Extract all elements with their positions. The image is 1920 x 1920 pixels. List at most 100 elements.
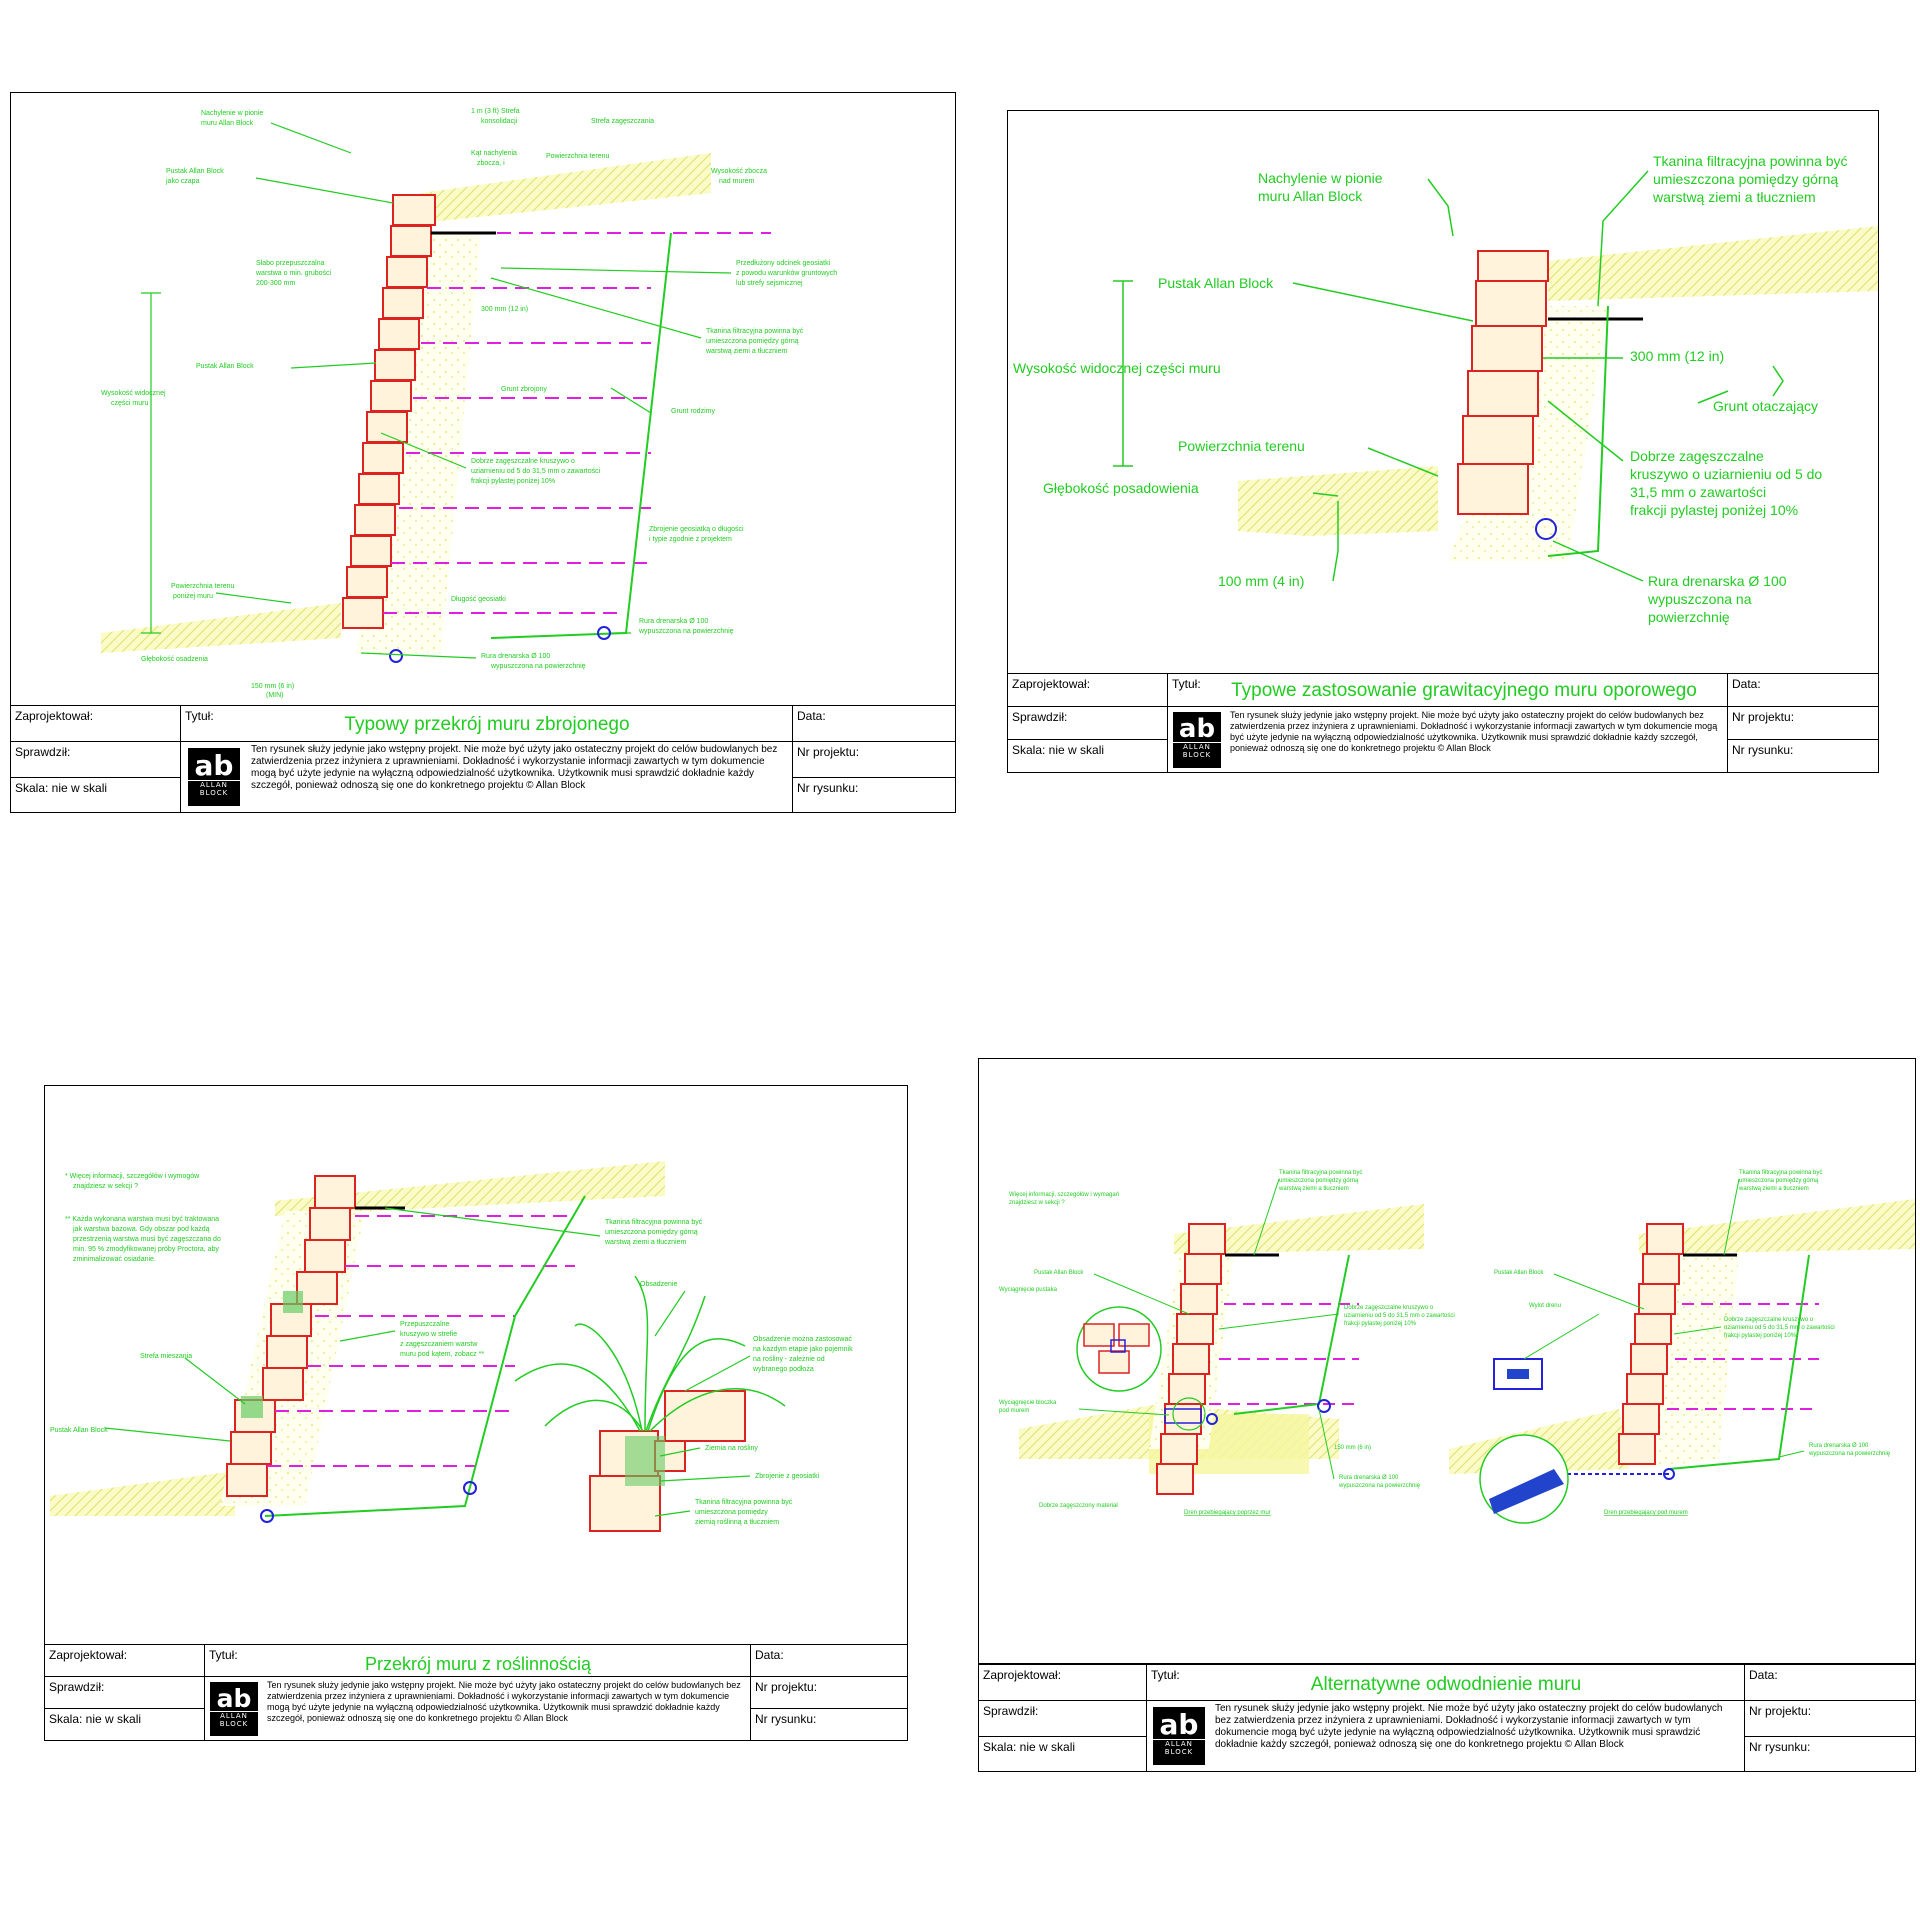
sheet1-one-m: 1 m (3 ft) Strefa	[471, 108, 520, 115]
svg-text:muru Allan Block: muru Allan Block	[201, 120, 254, 127]
sheet3-gravel: Zbrojenie z geosiatki	[755, 1473, 820, 1480]
sheet1-visible-height: Wysokość widocznej	[101, 390, 166, 397]
svg-text:pod murem: pod murem	[999, 1408, 1029, 1414]
sheet2-checked: Sprawdził:	[1008, 707, 1168, 740]
sheet2-slope-2: muru Allan Block	[1258, 188, 1363, 204]
svg-text:muru pod kątem, zobacz **: muru pod kątem, zobacz **	[400, 1351, 484, 1358]
sheet1-drain-layer: Słabo przepuszczalna	[256, 260, 325, 267]
svg-text:zminimalizować osiadanie.: zminimalizować osiadanie.	[73, 1256, 156, 1263]
svg-text:na rośliny - zależnie od: na rośliny - zależnie od	[753, 1356, 825, 1363]
sheet4-title-block: Zaprojektował: Sprawdził: Skala: nie w s…	[978, 1664, 1916, 1772]
svg-text:frakcji pylastej poniżej 10%: frakcji pylastej poniżej 10%	[1344, 1321, 1417, 1327]
svg-text:umieszczona pomiędzy górną: umieszczona pomiędzy górną	[1279, 1178, 1359, 1184]
sheet2-surface: Powierzchnia terenu	[1178, 438, 1305, 454]
sheet1-drain-pipe	[597, 626, 611, 640]
sheet1-retained: Grunt zbrojony	[501, 386, 547, 393]
sheet1-min150: 150 mm (6 in)	[251, 683, 294, 690]
sheet2-pipe-2: wypuszczona na	[1647, 591, 1752, 607]
svg-text:wypuszczona na powierzchnię: wypuszczona na powierzchnię	[1338, 1483, 1421, 1489]
svg-text:poniżej muru: poniżej muru	[173, 593, 213, 600]
sheet1-300mm: 300 mm (12 in)	[481, 306, 528, 313]
sheet1-geogrid: Zbrojenie geosiatką o długości	[649, 526, 744, 533]
sheet3-drain-pipe-bottom	[260, 1509, 274, 1523]
svg-text:umieszczona pomiędzy górną: umieszczona pomiędzy górną	[706, 338, 799, 345]
sheet3-drawing-frame: * Więcej informacji, szczegółów i wymogó…	[44, 1085, 908, 1645]
sheet4-disclaimer: Ten rysunek służy jedynie jako wstępny p…	[1215, 1703, 1723, 1750]
sheet3-logo: ab ALLAN BLOCK	[210, 1682, 258, 1736]
sheet3-drawing: * Więcej informacji, szczegółów i wymogó…	[50, 1161, 853, 1532]
svg-text:warstwą ziemi a tłuczniem: warstwą ziemi a tłuczniem	[705, 348, 787, 355]
sheet1-drawing: Nachylenie w pionie muru Allan Block 1 m…	[101, 108, 837, 699]
sheet4-title-label: Tytuł:	[1147, 1665, 1745, 1701]
sheet3-geogrid-lines	[267, 1215, 575, 1467]
svg-text:wybranego podłoża: wybranego podłoża	[752, 1366, 814, 1373]
svg-text:wypuszczona na powierzchnię: wypuszczona na powierzchnię	[1808, 1451, 1891, 1457]
sheet2-drawing-frame: Nachylenie w pionie muru Allan Block Tka…	[1007, 110, 1879, 674]
svg-text:z powodu warunków gruntowych: z powodu warunków gruntowych	[736, 270, 837, 277]
svg-text:uziarnieniu od 5 do 31,5 mm o: uziarnieniu od 5 do 31,5 mm o zawartości	[1724, 1325, 1835, 1331]
svg-text:znajdziesz w sekcji ?: znajdziesz w sekcji ?	[1009, 1200, 1065, 1206]
sheet4-pipe-r: Rura drenarska Ø 100	[1809, 1443, 1869, 1449]
sheet4-below: Wyciągnięcie bloczka	[999, 1400, 1057, 1406]
sheet1-angle: Kąt nachylenia	[471, 150, 517, 157]
sheet2-slope-1: Nachylenie w pionie	[1258, 170, 1383, 186]
sheet1-scale: Skala: nie w skali	[11, 778, 181, 812]
sheet2-pipe-1: Rura drenarska Ø 100	[1648, 573, 1787, 589]
svg-text:(MIN): (MIN)	[266, 692, 284, 699]
sheet3-date: Data:	[751, 1645, 907, 1677]
svg-text:z zagęszczaniem warstw: z zagęszczaniem warstw	[400, 1341, 478, 1348]
sheet1-reinf-zone: Strefa zagęszczania	[591, 118, 654, 125]
sheet4-fabric-r: Tkanina filtracyjna powinna być	[1739, 1170, 1822, 1176]
sheet2-gravel-3: 31,5 mm o zawartości	[1630, 484, 1766, 500]
svg-text:konsolidacji: konsolidacji	[481, 118, 518, 125]
sheet1-surrounding: Grunt rodzimy	[671, 408, 715, 415]
sheet2-fabric-3: warstwą ziemi a tłuczniem	[1652, 189, 1816, 205]
sheet3-title: Przekrój muru z roślinnością	[364, 1654, 592, 1674]
sheet4-dim: 150 mm (6 in)	[1334, 1445, 1371, 1451]
sheet4-left-pipe	[1317, 1399, 1331, 1413]
sheet1-drawing-no: Nr rysunku:	[797, 781, 859, 795]
sheet2-fabric-2: umieszczona pomiędzy górną	[1653, 171, 1838, 187]
sheet2-100mm: 100 mm (4 in)	[1218, 573, 1304, 589]
sheet2-disclaimer: Ten rysunek służy jedynie jako wstępny p…	[1230, 710, 1718, 753]
sheet4-drawing-no: Nr rysunku:	[1749, 1740, 1811, 1754]
sheet3-plant-label: Obsadzenie	[640, 1281, 677, 1288]
sheet3-note2: ** Każda wykonana warstwa musi być trakt…	[65, 1216, 219, 1223]
sheet1-fabric: Tkanina filtracyjna powinna być	[706, 328, 804, 335]
sheet2-date: Data:	[1728, 674, 1878, 707]
svg-text:200-300 mm: 200-300 mm	[256, 280, 295, 287]
sheet3-scale: Skala: nie w skali	[45, 1709, 205, 1740]
sheet4-title: Alternatywne odwodnienie muru	[1310, 1674, 1582, 1695]
sheet2-drain-pipe	[1535, 518, 1557, 540]
sheet2-pipe-3: powierzchnię	[1648, 609, 1730, 625]
svg-text:nad murem: nad murem	[719, 178, 755, 185]
sheet1-slope-label: Nachylenie w pionie	[201, 110, 263, 117]
sheet4-caption-r: Dren przebiegający pod murem	[1604, 1510, 1688, 1516]
svg-text:jako czapa: jako czapa	[165, 178, 200, 185]
sheet2-logo: ab ALLAN BLOCK	[1173, 712, 1221, 768]
svg-text:warstwą ziemi a tłuczniem: warstwą ziemi a tłuczniem	[1738, 1186, 1809, 1192]
sheet4-right-wall-blocks	[1618, 1223, 1684, 1465]
sheet4-date: Data:	[1745, 1665, 1915, 1701]
sheet3-title-block: Zaprojektował: Sprawdził: Skala: nie w s…	[44, 1644, 908, 1741]
sheet1-block-label: Pustak Allan Block	[196, 363, 254, 370]
sheet1-pipe-bottom: Rura drenarska Ø 100	[481, 653, 550, 660]
sheet3-designed: Zaprojektował:	[45, 1645, 205, 1677]
sheet3-title-label: Tytuł:	[205, 1645, 751, 1677]
sheet1-logo: ab ALLAN BLOCK	[188, 748, 240, 806]
sheet1-surface-label: Powierzchnia terenu	[546, 153, 610, 160]
sheet2-drawing: Nachylenie w pionie muru Allan Block Tka…	[1013, 153, 1878, 625]
sheet3-backfill: Przepuszczalne	[400, 1321, 450, 1328]
sheet2-fabric-1: Tkanina filtracyjna powinna być	[1653, 153, 1848, 169]
sheet2-title-label: Tytuł:	[1168, 674, 1728, 707]
sheet1-grid-ext: Przedłużony odcinek geosiatki	[736, 260, 831, 267]
sheet2-wall-blocks	[1457, 250, 1549, 515]
sheet4-designed: Zaprojektował:	[979, 1665, 1147, 1701]
svg-text:uziarnieniu od 5 do 31,5 mm o: uziarnieniu od 5 do 31,5 mm o zawartości	[1344, 1313, 1455, 1319]
svg-text:na każdym etapie jako pojemnik: na każdym etapie jako pojemnik	[753, 1346, 853, 1353]
sheet4-block-r: Pustak Allan Block	[1494, 1270, 1544, 1276]
sheet4-fabric-l: Tkanina filtracyjna powinna być	[1279, 1170, 1362, 1176]
sheet2-300mm: 300 mm (12 in)	[1630, 348, 1724, 364]
sheet4-base-l: Dobrze zagęszczony materiał	[1039, 1503, 1118, 1509]
sheet1-designed: Zaprojektował:	[11, 706, 181, 742]
